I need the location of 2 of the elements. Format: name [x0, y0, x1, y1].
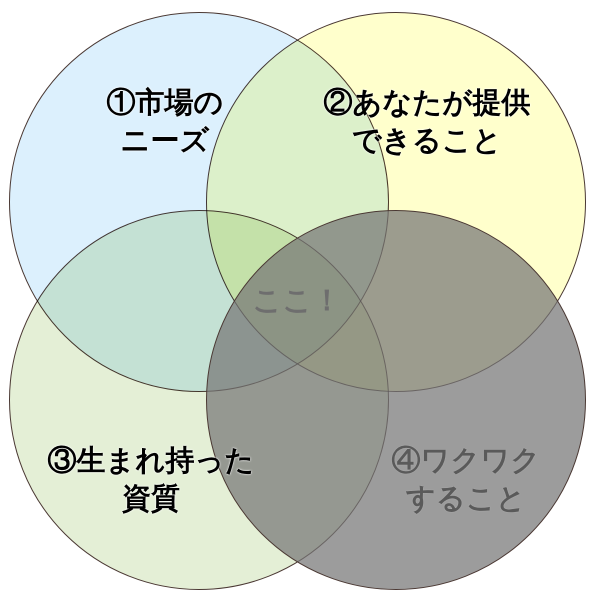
circle-title: ①市場のニーズ	[105, 84, 224, 159]
circle-title: ④ワクワクすること	[390, 442, 542, 517]
